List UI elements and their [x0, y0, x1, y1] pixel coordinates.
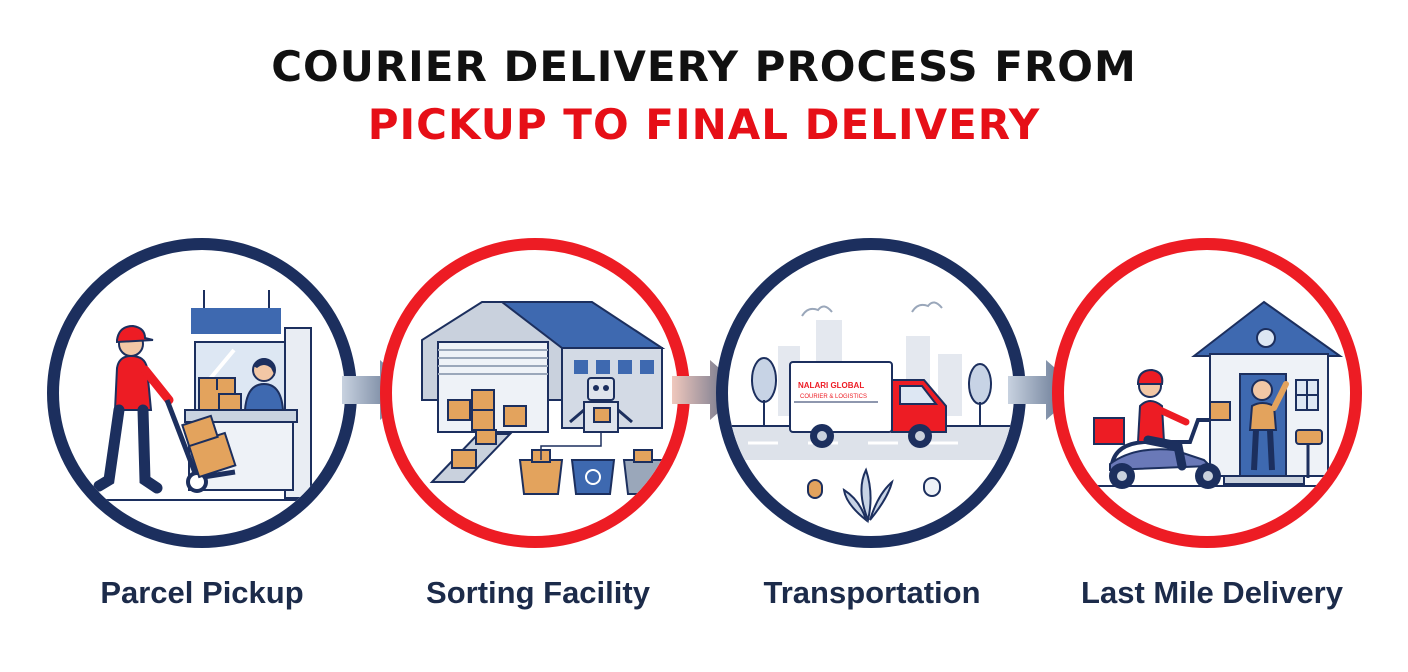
step-ring — [47, 238, 357, 548]
step-label-parcel-pickup: Parcel Pickup — [100, 575, 304, 610]
step-ring — [380, 238, 690, 548]
step-transportation: NALARI GLOBAL COURIER & LOGISTICS — [716, 238, 1026, 548]
scooter-delivery-icon — [1064, 300, 1350, 489]
step-last-mile-delivery — [1052, 238, 1362, 548]
step-ring — [1052, 238, 1362, 548]
courier-with-hand-truck-icon — [59, 290, 345, 501]
step-label-sorting-facility: Sorting Facility — [426, 575, 650, 610]
step-ring: NALARI GLOBAL COURIER & LOGISTICS — [716, 238, 1026, 548]
delivery-truck-icon: NALARI GLOBAL COURIER & LOGISTICS — [728, 301, 1014, 524]
step-label-transportation: Transportation — [763, 575, 981, 610]
title-line-1: COURIER DELIVERY PROCESS FROM — [271, 42, 1137, 91]
step-label-last-mile-delivery: Last Mile Delivery — [1081, 575, 1343, 610]
truck-logo-line-1: NALARI GLOBAL — [798, 381, 864, 390]
warehouse-sorting-icon — [421, 301, 666, 495]
title-line-2: PICKUP TO FINAL DELIVERY — [367, 100, 1041, 149]
truck-logo-line-2: COURIER & LOGISTICS — [800, 394, 867, 400]
step-parcel-pickup — [47, 238, 357, 548]
step-sorting-facility — [380, 238, 690, 548]
